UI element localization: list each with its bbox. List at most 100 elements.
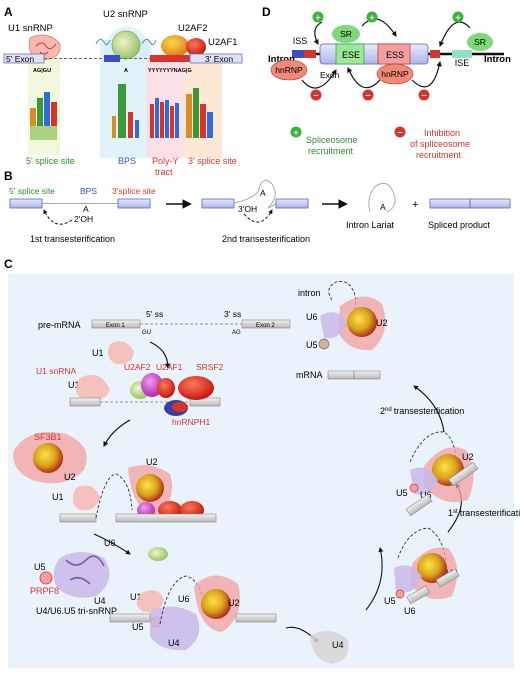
c-cstar-exons — [405, 461, 479, 517]
c-tri-snrnp — [53, 552, 110, 598]
b-ss5-label: 5' splice site — [9, 186, 55, 196]
c-u1-top — [108, 341, 134, 365]
sr-protein-2 — [467, 33, 493, 51]
ise-label: ISE — [455, 58, 470, 68]
legend-recruit-2: recruitment — [308, 146, 354, 156]
hnrnp-label-2: hnRNP — [381, 69, 409, 79]
ppt-caption-2: tract — [155, 167, 173, 177]
c-a-loop — [95, 473, 133, 519]
exon5-label: 5' Exon — [6, 54, 34, 64]
panel-d: D ESE ESS ISS ISE Intron Intron Exon SR … — [262, 5, 511, 160]
c-a-u1 — [72, 485, 100, 511]
c-u2af1-label: U2AF1 — [156, 362, 183, 372]
c-u1snrna-label: U1 snRNA — [36, 366, 76, 376]
c-b-tri — [150, 606, 200, 651]
b2-a-label: A — [260, 188, 266, 198]
svg-text:−: − — [313, 91, 318, 101]
c-arrow-activation — [365, 547, 384, 611]
legend-inhibit-3: recruitment — [416, 150, 462, 160]
recruit-arrow-1 — [313, 21, 323, 45]
c-intron-label: intron — [298, 288, 321, 298]
b-step1-label: 1st transesterification — [30, 234, 115, 244]
c-c-u6 — [394, 565, 422, 593]
panel-a: A U1 snRNP U2 snRNP U2AF2 U2AF1 5' Exon … — [3, 5, 243, 177]
ess-label: ESS — [386, 50, 404, 60]
c-post-u5 — [318, 338, 330, 350]
plus-badge-1: + — [312, 11, 324, 23]
b-step2-label: 2nd transesterification — [222, 234, 310, 244]
sr-protein-1 — [332, 25, 360, 43]
hnrnp-label-1: hnRNP — [275, 65, 303, 75]
c-mrna-exon1 — [327, 370, 355, 380]
c-u1-label: U1 — [68, 380, 80, 390]
c-sf3b1-label: SF3B1 — [34, 432, 62, 442]
svg-text:−: − — [365, 91, 370, 101]
b-exon1 — [9, 198, 43, 209]
svg-text:−: − — [397, 128, 402, 138]
legend-inhibition: − Inhibition of spliceosome recruitment — [394, 126, 470, 160]
c-prpf8-label: PRPF8 — [30, 586, 59, 596]
legend-inhibit-1: Inhibition — [424, 128, 460, 138]
c-e-u2af1 — [157, 378, 175, 398]
panel-c: C pre-mRNA 5' ss 3' ss Exon 1 Exon 2 GU … — [4, 257, 520, 668]
iss-box-left — [292, 50, 314, 58]
c-mrna-exon2 — [353, 370, 381, 380]
u2af2-shape — [161, 35, 189, 57]
c-gu-label: GU — [142, 330, 151, 336]
c-b-u2-label: U2 — [228, 598, 240, 608]
ppt-box — [150, 55, 192, 62]
svg-text:−: − — [421, 91, 426, 101]
inhibit-arrow-1 — [301, 69, 337, 89]
b-step2-arrow — [243, 209, 273, 223]
svg-text:+: + — [293, 128, 298, 138]
c-prpf8 — [39, 571, 53, 585]
legend-recruit-1: Spliceosome — [306, 135, 358, 145]
c-exon2 — [241, 319, 291, 329]
b-step1-arrow — [43, 209, 73, 225]
hnrnp-protein-2 — [376, 63, 414, 85]
c-u1-top-label: U1 — [92, 348, 104, 358]
c-c-prpf8 — [395, 589, 405, 599]
u2-snrnp-shape — [111, 30, 141, 60]
c-cstar-u6-label: U6 — [420, 490, 432, 500]
b3-a-label: A — [380, 202, 386, 212]
panel-a-label: A — [4, 5, 13, 19]
c-c-u6-label: U6 — [404, 606, 416, 616]
c-e-srsf2 — [178, 376, 214, 400]
b2-3oh-label: 3'OH — [238, 204, 257, 214]
c-u2af2-label: U2AF2 — [124, 362, 151, 372]
c-ss3-label: 3' ss — [224, 309, 241, 319]
c-u6-top-label: U6 — [104, 538, 116, 548]
b2-exon1 — [201, 198, 235, 209]
c-a-u2-ball — [136, 474, 164, 502]
c-arrow-to-a — [103, 419, 131, 447]
c-tri-u4-label: U4 — [94, 596, 106, 606]
c-released-u4 — [310, 630, 349, 664]
c-post-u2-ball — [347, 307, 377, 337]
c-released-green — [148, 547, 168, 561]
c-cstar-u5-label: U5 — [396, 488, 408, 498]
c-b-u5-label: U5 — [132, 622, 144, 632]
sr-label-2: SR — [474, 37, 486, 47]
c-hnrnph1-label: hnRNPH1 — [172, 417, 211, 427]
b-product-exon2 — [469, 198, 511, 209]
c-srsf2-label: SRSF2 — [196, 362, 224, 372]
c-b-u2-ball — [201, 589, 231, 619]
c-arrow-step2 — [413, 385, 445, 433]
logo-ppt — [150, 88, 213, 138]
iss-red — [304, 50, 316, 58]
b-exon2 — [117, 198, 151, 209]
c-b-u6-label: U6 — [178, 594, 190, 604]
ese-box — [335, 43, 365, 65]
c-c-loop — [397, 527, 447, 561]
svg-text:+: + — [315, 13, 320, 23]
ppt-caption-1: Poly-Y — [152, 156, 179, 166]
c-b-exon2 — [235, 613, 277, 623]
c-post-u6-label: U6 — [306, 312, 318, 322]
u1-snrnp-label: U1 snRNP — [8, 23, 53, 34]
ss5-caption: 5' splice site — [26, 156, 75, 166]
c-e-exon1 — [69, 397, 101, 407]
